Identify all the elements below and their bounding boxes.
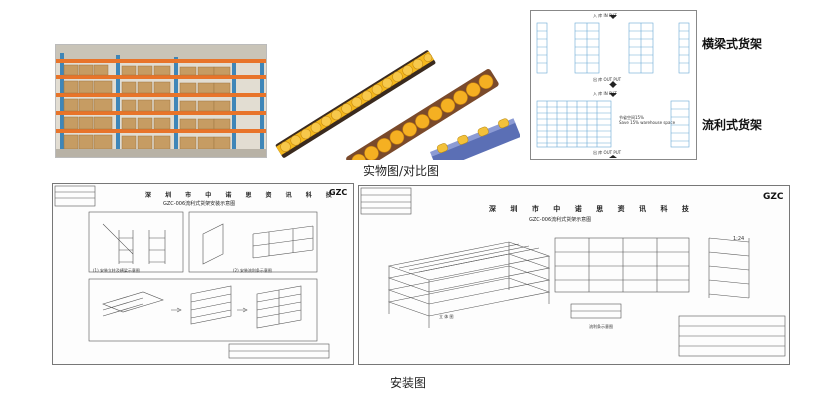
sheet-left-title: 深 圳 市 中 诺 思 资 讯 科 技 [145,192,338,199]
installation-sheet-left: 深 圳 市 中 诺 思 资 讯 科 技 GZC-006流利式货架安装示意图 GZ… [52,183,354,365]
rack-photo-drawing [56,45,266,157]
schematic-in-label-top: 入 库 IN PUT [593,13,617,18]
sheet-left-drawing [54,185,330,359]
roller-track-3 [430,118,521,171]
sheet-right-fig-label: 立 体 图 [439,314,454,319]
schematic-in-label-bottom: 入 库 IN PUT [593,91,617,96]
sheet-right-drawing [360,187,786,357]
caption-installation: 安装图 [390,376,427,390]
schematic-out-label-bottom: 出 库 OUT PUT [593,150,622,155]
rack-comparison-schematic: 入 库 IN PUT 出 库 OUT PUT 入 库 IN PUT 出 库 OU… [530,10,697,160]
label-flow-rack: 流利式货架 [702,118,763,132]
label-transverse-rack: 横梁式货架 [702,37,763,51]
schematic-note-line-1: 节省空间15% [619,115,644,120]
sheet-right-subtitle: GZC-006流利式货架示意图 [529,217,592,223]
schematic-note-line-2: Save 15% warehouse space [619,120,676,125]
sheet-right-side-label: 流利条示意图 [589,324,613,329]
roller-track-1 [275,50,436,158]
warehouse-rack-photo [55,44,267,158]
installation-sheet-right: 深 圳 市 中 诺 思 资 讯 科 技 GZC-006流利式货架示意图 GZC … [358,185,790,365]
sheet-right-title: 深 圳 市 中 诺 思 资 讯 科 技 [489,205,695,213]
sheet-right-scale: 1:24 [733,236,745,242]
caption-photo-comparison: 实物图/对比图 [363,164,440,178]
sheet-left-subtitle: GZC-006流利式货架安装示意图 [163,201,236,207]
schematic-out-label-top: 出 库 OUT PUT [593,77,622,82]
sheet-right-logo: GZC [763,192,784,202]
roller-track-2 [346,69,499,174]
schematic-drawing [536,15,690,158]
sheet-left-logo: GZC [329,188,348,197]
sheet-left-fig1-label: (1) 安装立柱及横梁示意图 [93,268,140,273]
roller-track-photos [270,40,521,174]
sheet-left-fig2-label: (2) 安装流利条示意图 [233,268,272,273]
